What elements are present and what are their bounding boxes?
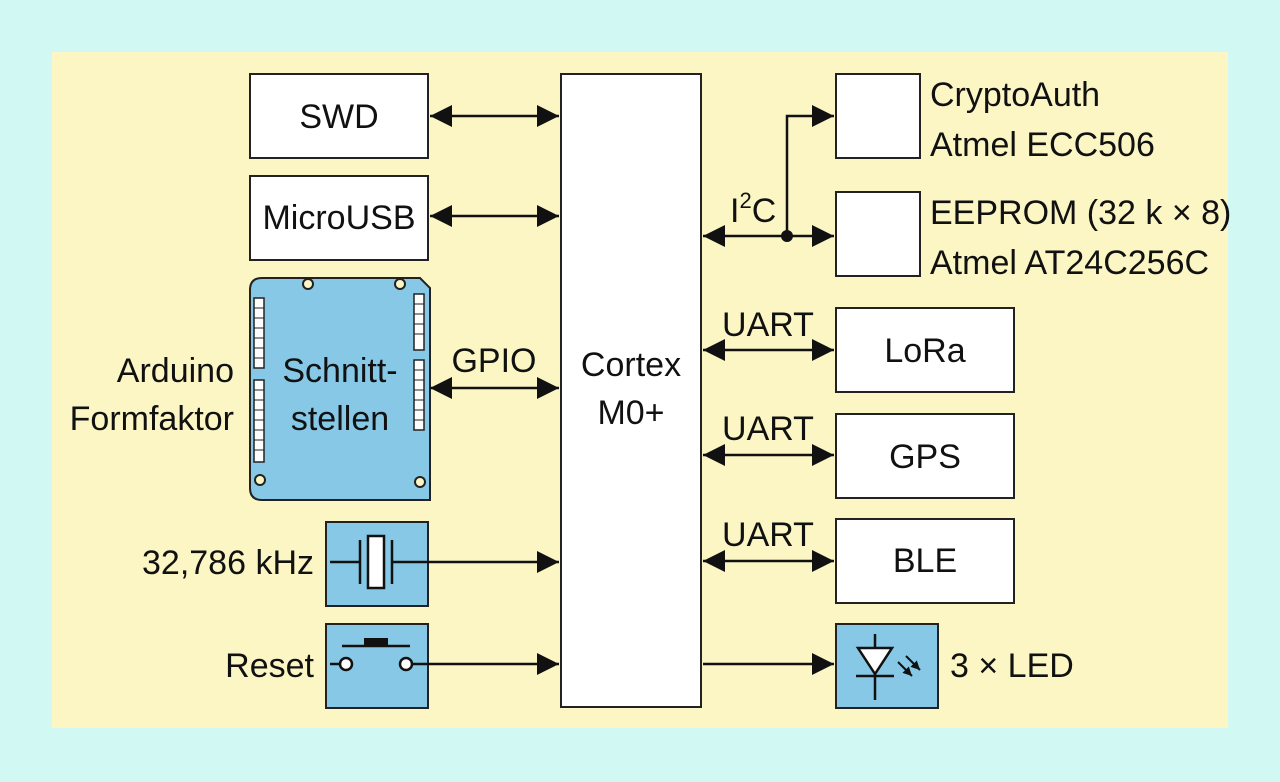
uart-lora-label: UART [722,306,814,344]
led-icon [855,634,921,700]
cpu-label-line2: M0+ [597,394,664,432]
cpu-block [560,73,702,708]
lora-block [835,307,1015,393]
gps-label: GPS [889,438,961,476]
microusb-block [249,175,429,261]
i2c-label: I2C [730,188,776,230]
i2c-branch [785,105,834,236]
eeprom-label-line1: EEPROM (32 k × 8) [930,194,1231,232]
ble-block [835,518,1015,604]
eeprom-block [835,191,921,277]
led-block [835,623,939,709]
schnittstellen-label-line2: stellen [291,400,389,438]
eeprom-label-line2: Atmel AT24C256C [930,244,1209,282]
crystal-label: 32,786 kHz [142,544,314,582]
swd-label: SWD [299,98,378,136]
crypto-label-line1: CryptoAuth [930,76,1100,114]
schnittstellen-label-line1: Schnitt- [282,352,397,390]
ble-label: BLE [893,542,957,580]
i2c-junction [781,230,793,242]
lora-label: LoRa [884,332,965,370]
gps-block [835,413,1015,499]
arduino-label-line2: Formfaktor [70,400,234,438]
crypto-label-line2: Atmel ECC506 [930,126,1155,164]
gpio-label: GPIO [451,342,536,380]
arduino-label-line1: Arduino [117,352,234,390]
uart-ble-label: UART [722,516,814,554]
crypto-block [835,73,921,159]
uart-gps-label: UART [722,410,814,448]
arduino-shield-icon [249,277,431,501]
led-label: 3 × LED [950,647,1074,685]
swd-block [249,73,429,159]
cpu-label-line1: Cortex [581,346,681,384]
reset-label: Reset [225,647,314,685]
microusb-label: MicroUSB [262,199,415,237]
